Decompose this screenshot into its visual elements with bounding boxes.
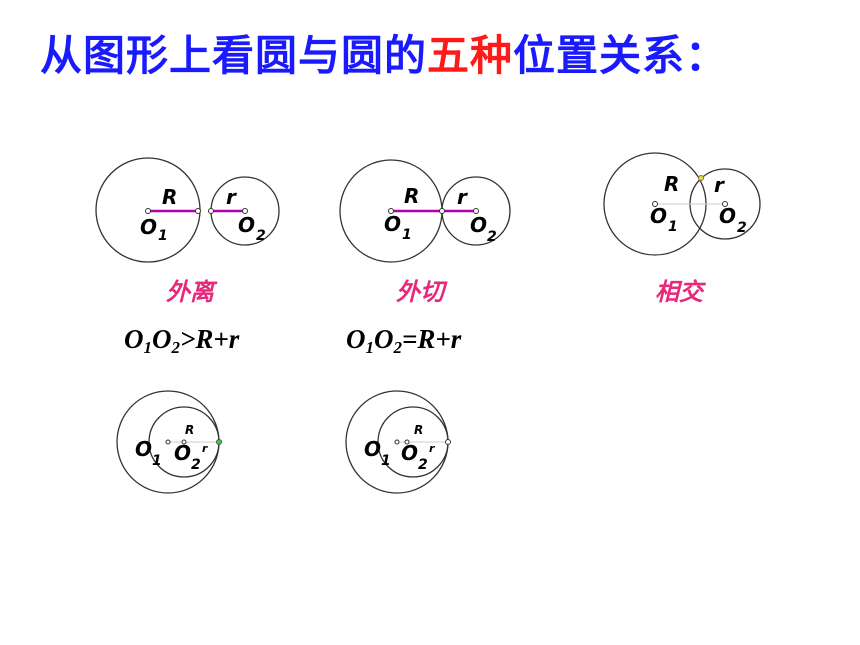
label-o2-sub: 2 [737, 220, 747, 236]
tangent-point [216, 439, 222, 445]
center-o2-point [473, 208, 479, 214]
caption-external-tangent: 外切 [396, 278, 444, 306]
label-o2-sub: 2 [191, 457, 201, 473]
tangent-point-small [208, 208, 214, 214]
label-o1-sub: 1 [381, 453, 391, 469]
center-o1-point [145, 208, 151, 214]
diagram-internal-tangent-2: R r O 1 O 2 [343, 388, 458, 498]
label-r: r [457, 185, 468, 209]
intersection-point [698, 175, 704, 181]
caption-separate: 外离 [166, 278, 214, 306]
label-o2: O [238, 213, 255, 237]
center-o2-point [722, 201, 728, 207]
label-R: R [664, 172, 679, 196]
label-o1-sub: 1 [668, 219, 678, 235]
label-r: r [226, 185, 237, 209]
label-o1: O [140, 215, 157, 239]
center-o1-point [165, 439, 171, 445]
label-o1: O [650, 204, 667, 228]
tangent-point [439, 208, 445, 214]
label-R: R [185, 423, 194, 437]
tangent-point [445, 439, 451, 445]
title-suffix: 位置关系： [513, 31, 729, 80]
label-R: R [414, 423, 423, 437]
label-o2-sub: 2 [487, 229, 497, 245]
center-o1-point [652, 201, 658, 207]
label-R: R [162, 185, 177, 209]
label-r: r [202, 442, 208, 455]
title-prefix: 从图形上看圆与圆的 [40, 31, 428, 80]
center-o1-point [394, 439, 400, 445]
label-o1: O [364, 437, 381, 461]
label-o2: O [401, 441, 418, 465]
label-o2: O [470, 213, 487, 237]
center-o2-point [404, 439, 410, 445]
center-o1-point [388, 208, 394, 214]
label-R: R [404, 184, 419, 208]
diagram-intersecting: R r O 1 O 2 [600, 150, 770, 260]
label-r: r [429, 442, 435, 455]
formula-external-tangent: O1O2=R+r [346, 324, 462, 357]
label-o1-sub: 1 [152, 453, 162, 469]
label-o1: O [384, 212, 401, 236]
diagram-internal-tangent: R r O 1 O 2 [114, 388, 229, 498]
diagram-external-tangent: R r O 1 O 2 [336, 158, 516, 263]
label-o1-sub: 1 [402, 227, 412, 243]
label-o1-sub: 1 [158, 228, 168, 244]
caption-intersecting: 相交 [655, 278, 703, 306]
formula-separate: O1O2>R+r [124, 324, 240, 357]
label-o2: O [719, 204, 736, 228]
label-o2: O [174, 441, 191, 465]
diagram-separate: R r O 1 O 2 [92, 156, 287, 263]
center-o2-point [181, 439, 187, 445]
title-highlight: 五种 [427, 31, 514, 80]
label-r: r [714, 173, 725, 197]
label-o2-sub: 2 [418, 457, 428, 473]
page-title: 从图形上看圆与圆的五种位置关系： [40, 22, 728, 83]
label-o1: O [135, 437, 152, 461]
label-o2-sub: 2 [256, 228, 266, 244]
tangent-point-big [195, 208, 201, 214]
center-o2-point [242, 208, 248, 214]
